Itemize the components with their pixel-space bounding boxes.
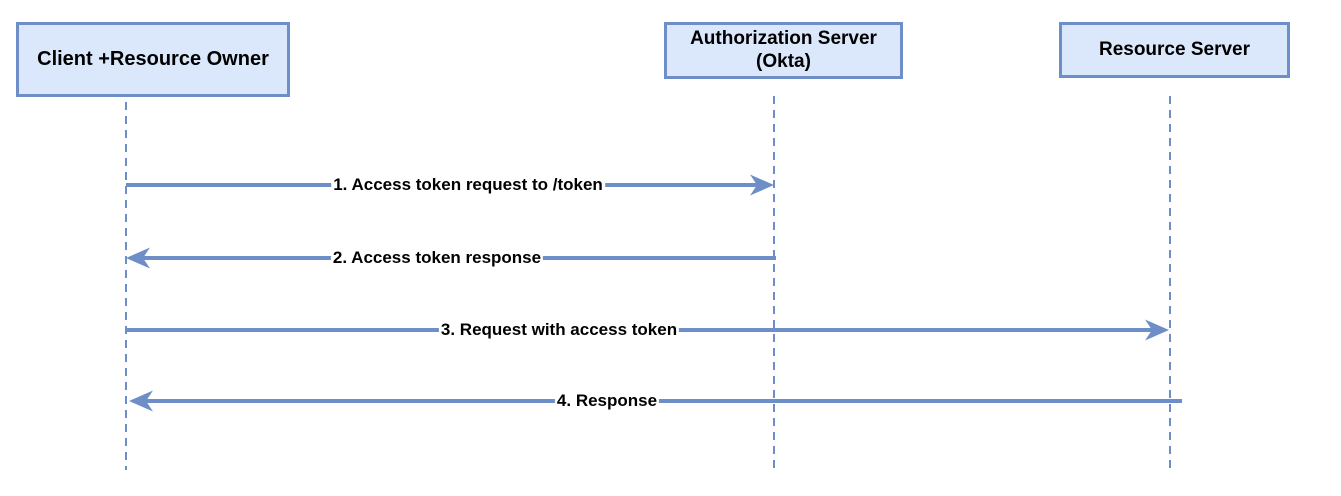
message-1-arrowhead-right-icon — [750, 174, 774, 196]
actor-box-resource-server: Resource Server — [1059, 22, 1290, 78]
actor-label-authorization-server: Authorization Server (Okta) — [690, 28, 877, 72]
actor-label-client-resource-owner: Client +Resource Owner — [37, 47, 269, 70]
message-1-label: 1. Access token request to /token — [331, 175, 605, 195]
message-4-label: 4. Response — [554, 391, 660, 411]
message-2-label: 2. Access token response — [330, 248, 544, 268]
actor-box-client-resource-owner: Client +Resource Owner — [16, 22, 290, 97]
message-2-arrowhead-left-icon — [126, 247, 150, 269]
actor-label-resource-server: Resource Server — [1098, 38, 1251, 60]
message-3-label: 3. Request with access token — [438, 320, 680, 340]
message-3-arrowhead-right-icon — [1145, 319, 1169, 341]
actor-box-authorization-server: Authorization Server (Okta) — [664, 22, 903, 79]
message-4-arrowhead-left-icon — [129, 390, 153, 412]
